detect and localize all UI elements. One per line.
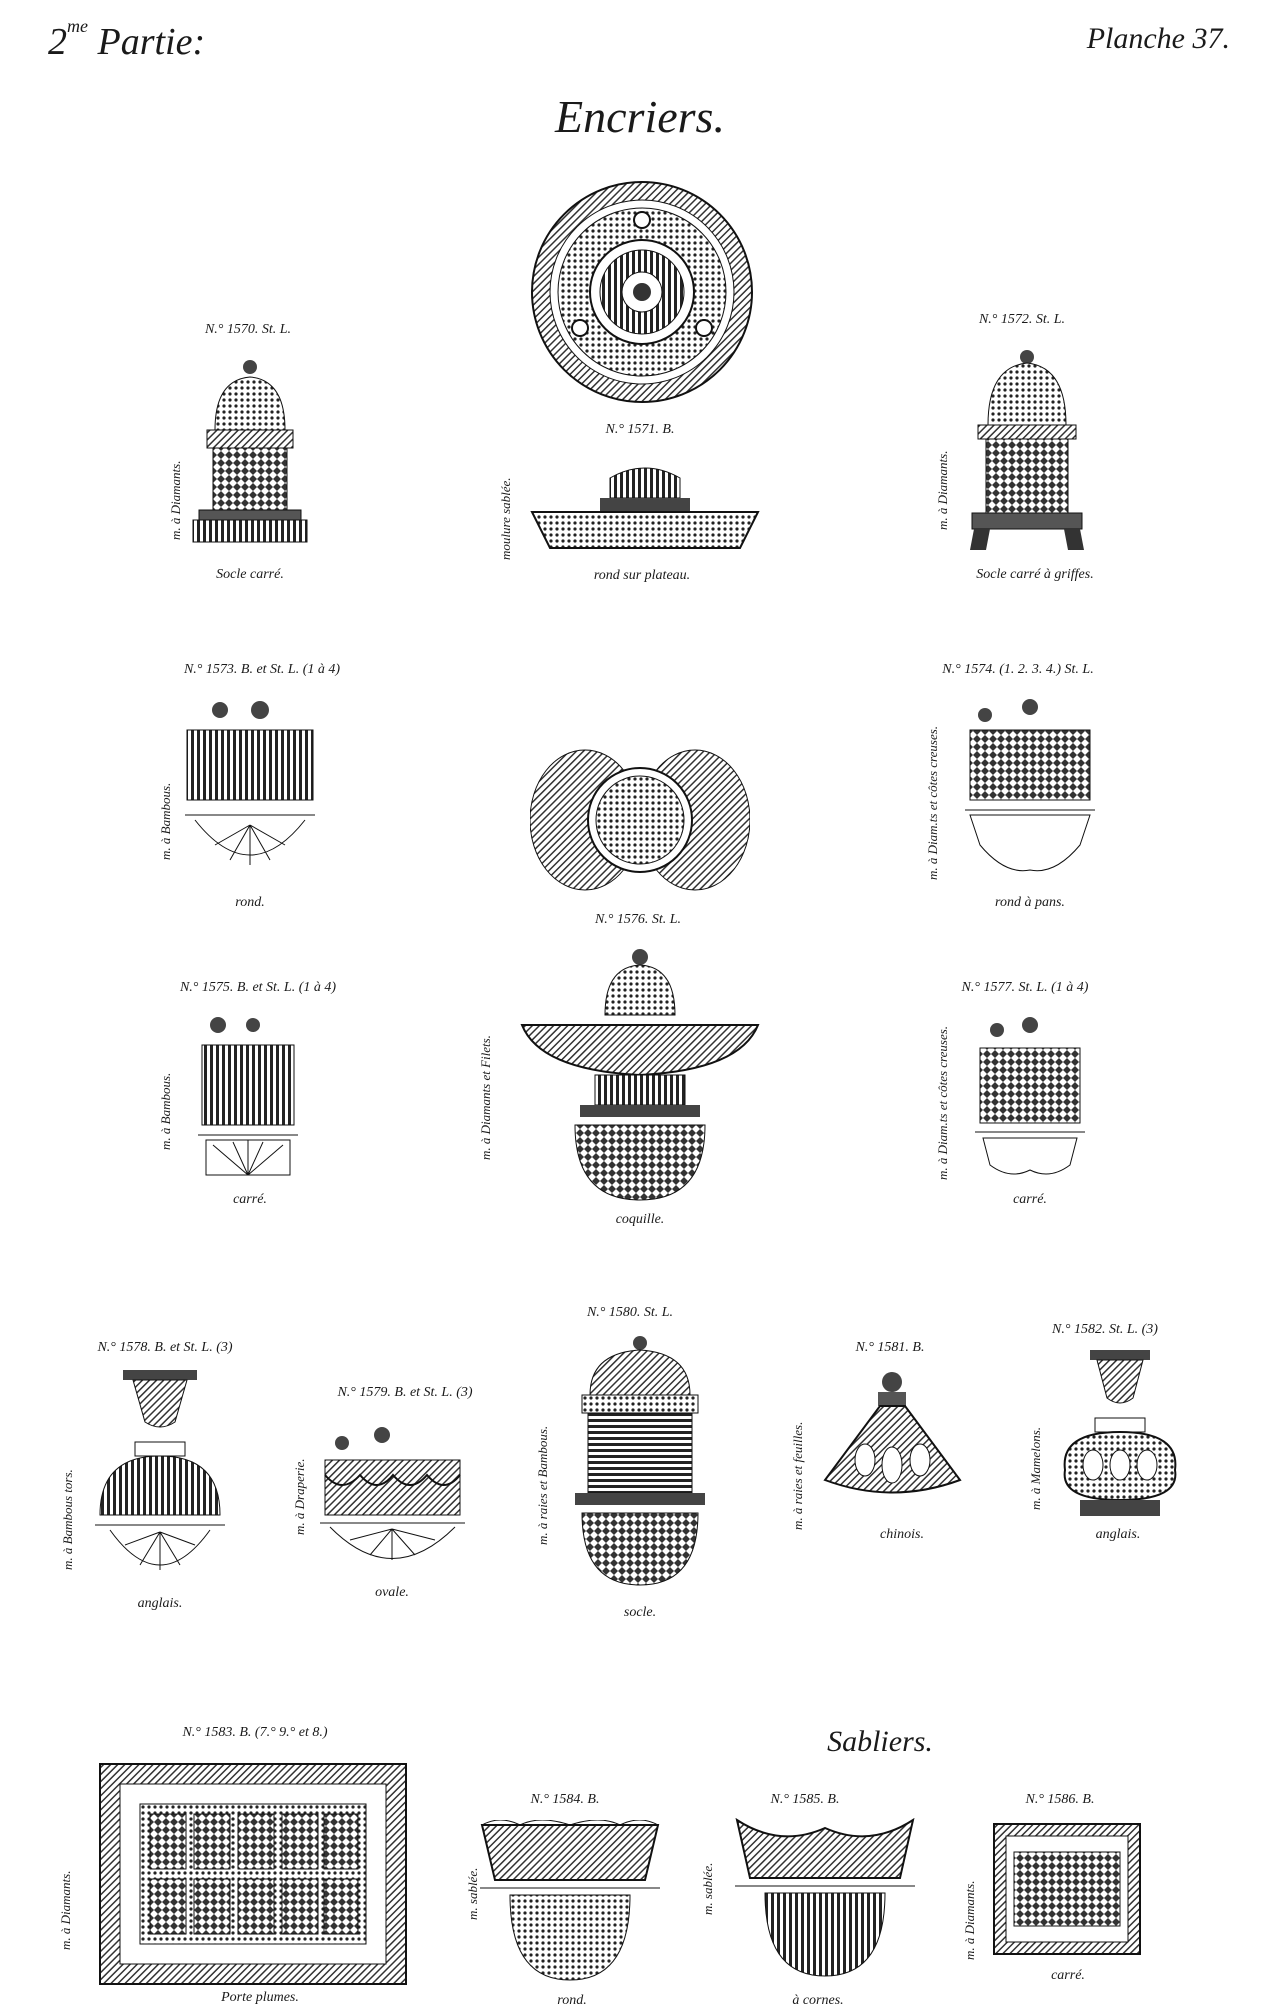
item-side-1577: m. à Diam.ts et côtes creuses. (935, 1025, 950, 1180)
item-side-1575: m. à Bambous. (158, 1072, 173, 1150)
pen-tray-drawing-1583 (99, 1763, 407, 1985)
item-caption-1578: anglais. (137, 1596, 183, 1611)
inkwell-plan-1571 (531, 181, 753, 403)
plate-title: Encriers. (555, 91, 725, 142)
item-side-1584: m. sablée. (465, 1867, 480, 1920)
item-side-1570: m. à Diamants. (168, 460, 183, 540)
inkwell-drawing-1575 (198, 1017, 298, 1176)
sandbox-drawing-1584 (480, 1820, 660, 1981)
inkwell-drawing-1581 (823, 1372, 962, 1494)
item-caption-1571: rond sur plateau. (593, 568, 691, 583)
item-caption-1585: à cornes. (792, 1993, 844, 2008)
inkwell-drawing-1579 (320, 1427, 465, 1560)
item-caption-1574: rond à pans. (995, 895, 1065, 910)
sandbox-drawing-1586 (993, 1823, 1141, 1955)
item-number-1581: N.° 1581. B. (855, 1340, 925, 1355)
inkwell-profile-1571 (530, 467, 760, 549)
item-number-1570: N.° 1570. St. L. (204, 322, 292, 337)
item-number-1579: N.° 1579. B. et St. L. (3) (337, 1385, 473, 1400)
item-side-1571: moulure sablée. (498, 477, 513, 560)
item-side-1586: m. à Diamants. (962, 1880, 977, 1960)
item-number-1575: N.° 1575. B. et St. L. (1 à 4) (179, 980, 337, 995)
item-caption-1584: rond. (557, 1993, 587, 2008)
item-side-1583: m. à Diamants. (58, 1870, 73, 1950)
inkwell-drawing-coquille (520, 949, 760, 1201)
inkwell-drawing-1580 (575, 1336, 705, 1586)
item-side-1572: m. à Diamants. (935, 450, 950, 530)
inkwell-plan-1576 (530, 749, 750, 891)
item-caption-1581: chinois. (880, 1527, 924, 1542)
item-caption-1575: carré. (233, 1192, 267, 1207)
item-side-1585: m. sablée. (700, 1862, 715, 1915)
item-number-1574: N.° 1574. (1. 2. 3. 4.) St. L. (942, 662, 1094, 677)
item-caption-1577: carré. (1013, 1192, 1047, 1207)
item-number-1585: N.° 1585. B. (770, 1792, 840, 1807)
item-side-1582: m. à Mamelons. (1028, 1426, 1043, 1510)
item-caption-1580: socle. (623, 1605, 657, 1620)
item-number-1580: N.° 1580. St. L. (586, 1305, 674, 1320)
item-number-1586: N.° 1586. B. (1025, 1792, 1095, 1807)
inkwell-drawing-1577 (975, 1017, 1085, 1175)
item-number-1582: N.° 1582. St. L. (3) (1052, 1322, 1158, 1337)
sandbox-drawing-1585 (735, 1818, 915, 1977)
item-side-coquille: m. à Diamants et Filets. (478, 1035, 493, 1160)
item-number-1584: N.° 1584. B. (530, 1792, 600, 1807)
inkwell-drawing-1572 (970, 350, 1084, 550)
inkwell-drawing-1582 (1063, 1350, 1177, 1516)
inkwell-drawing-1578 (95, 1370, 225, 1570)
inkwell-drawing-1574 (965, 699, 1095, 872)
item-side-1574: m. à Diam.ts et côtes creuses. (925, 725, 940, 880)
item-number-1573: N.° 1573. B. et St. L. (1 à 4) (183, 662, 341, 677)
item-side-1580: m. à raies et Bambous. (535, 1425, 550, 1545)
item-number-1572: N.° 1572. St. L. (978, 312, 1066, 327)
item-number-1578: N.° 1578. B. et St. L. (3) (97, 1340, 233, 1355)
item-caption-coquille: coquille. (615, 1212, 665, 1227)
item-caption-1572: Socle carré à griffes. (976, 567, 1094, 582)
item-caption-1583: Porte plumes. (221, 1990, 299, 2005)
part-heading: 2me Partie: (48, 16, 206, 63)
item-number-1577: N.° 1577. St. L. (1 à 4) (961, 980, 1089, 995)
item-caption-1573: rond. (235, 895, 265, 910)
item-side-1578: m. à Bambous tors. (60, 1469, 75, 1570)
item-caption-1570: Socle carré. (216, 567, 284, 582)
item-number-1571: N.° 1571. B. (605, 422, 675, 437)
inkwell-drawing-1573 (185, 701, 315, 865)
item-caption-1582: anglais. (1095, 1527, 1141, 1542)
plate-number: Planche 37. (1086, 22, 1230, 55)
item-side-1579: m. à Draperie. (292, 1458, 307, 1535)
item-caption-1579: ovale. (375, 1585, 409, 1600)
item-side-1573: m. à Bambous. (158, 782, 173, 860)
inkwell-drawing-1570 (192, 360, 308, 543)
item-caption-1586: carré. (1051, 1968, 1085, 1983)
section-title-sabliers: Sabliers. (827, 1725, 933, 1758)
item-number-1576: N.° 1576. St. L. (594, 912, 682, 927)
item-number-1583: N.° 1583. B. (7.° 9.° et 8.) (182, 1725, 328, 1740)
item-side-1581: m. à raies et feuilles. (790, 1421, 805, 1530)
